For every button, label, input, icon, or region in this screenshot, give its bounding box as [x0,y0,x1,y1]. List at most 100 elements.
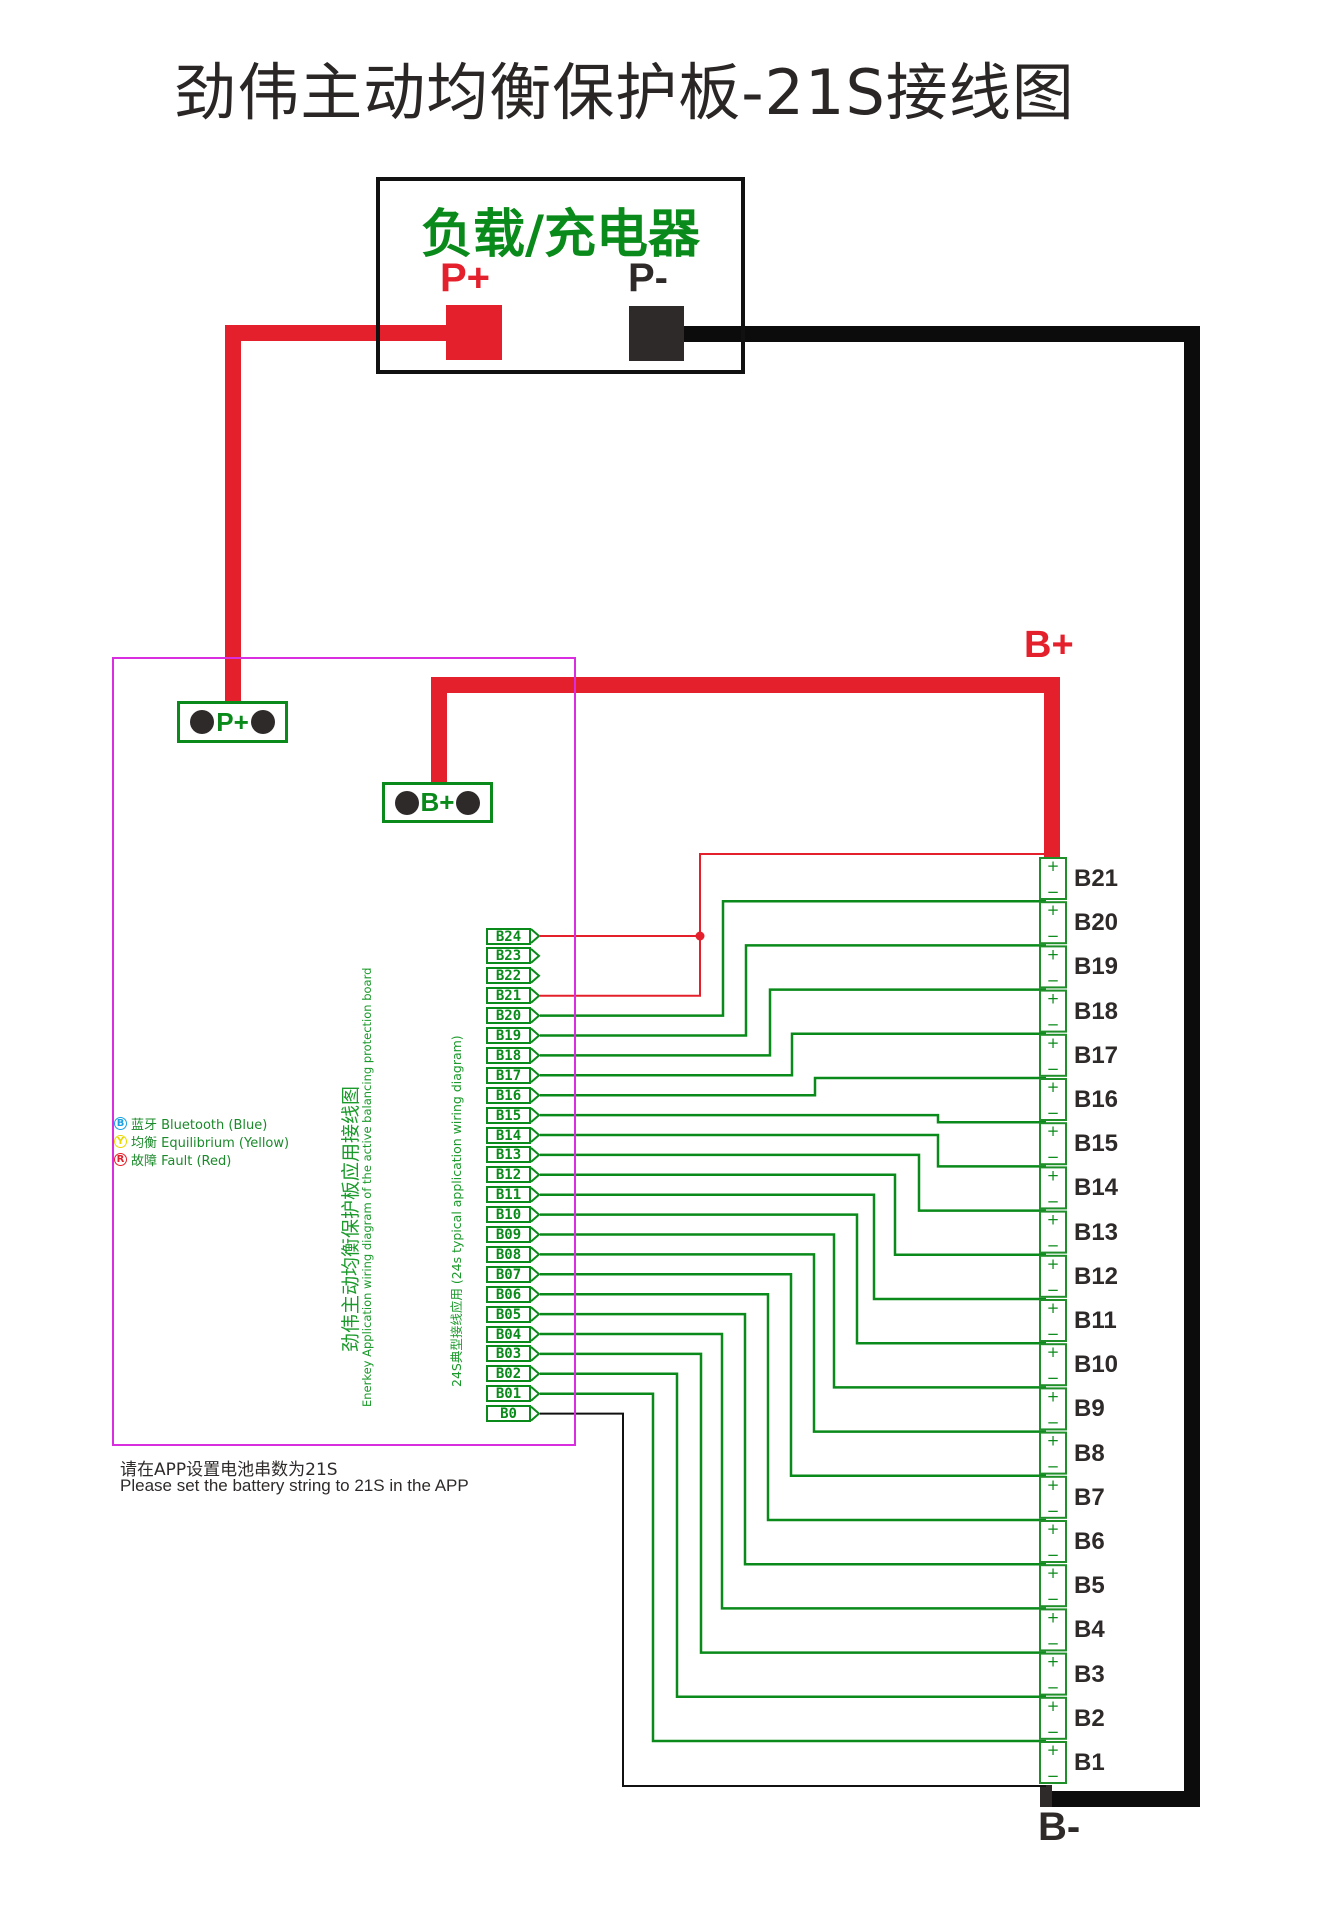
p-minus-wire [669,326,1200,1807]
cell-minus-icon: − [1047,927,1060,945]
cell-label-b15: B15 [1074,1130,1119,1158]
cell-label-b18: B18 [1074,997,1119,1025]
connector-arrow-icon [530,1167,541,1183]
connector-arrow-icon [530,1007,541,1024]
diagram-title: 劲伟主动均衡保护板-21S接线图 [174,56,1075,129]
cell-label-b9: B9 [1074,1395,1105,1423]
connector-pin-b08: B08 [486,1245,531,1263]
connector-pin-b22: B22 [486,967,531,985]
cell-plus-icon: + [1047,990,1060,1008]
sense-wire-b10 [540,1213,1046,1345]
connector-pin-b15: B15 [486,1106,531,1124]
cell-plus-icon: + [1047,1255,1060,1273]
battery-cell-b3: +− [1039,1652,1067,1697]
connector-arrow-icon [530,1067,541,1084]
cell-minus-icon: − [1047,1590,1060,1608]
cell-label-b1: B1 [1074,1749,1105,1776]
fault-led-icon: R [114,1153,127,1166]
connector-arrow-icon [530,1027,541,1044]
sense-wire-b17 [540,1032,1046,1077]
connector-arrow-icon [530,1326,541,1342]
battery-cell-b1: +− [1039,1741,1067,1785]
board-vertical-title-en: Enerkey Application wiring diagram of th… [360,967,374,1407]
cell-minus-icon: − [1047,1325,1060,1343]
sense-wire-b05 [540,1312,1046,1566]
connector-arrow-icon [530,1306,541,1322]
connector-arrow-icon [530,1385,541,1402]
cell-label-b20: B20 [1074,909,1119,937]
battery-cell-b6: +− [1039,1520,1067,1564]
battery-cell-b15: +− [1039,1122,1067,1166]
legend-text: 故障 Fault (Red) [131,1154,232,1169]
cell-label-b3: B3 [1074,1660,1105,1688]
battery-b-minus-label: B- [1038,1805,1081,1849]
battery-cell-b19: +− [1039,945,1067,989]
connector-arrow-icon [530,1186,541,1203]
connector-pin-b14: B14 [486,1126,531,1144]
connector-pin-b09: B09 [486,1226,531,1243]
cell-label-b6: B6 [1074,1528,1105,1555]
cell-label-b8: B8 [1074,1439,1105,1467]
cell-minus-icon: − [1047,1104,1060,1122]
cell-minus-icon: − [1047,1679,1060,1697]
cell-minus-icon: − [1047,1060,1060,1078]
sense-wire-b13 [540,1153,1046,1212]
connector-pin-b0: B0 [486,1405,531,1423]
cell-minus-icon: − [1047,1413,1060,1431]
battery-cell-b12: +− [1039,1254,1067,1299]
sense-wire-b09 [540,1233,1046,1389]
legend-text: 均衡 Equilibrium (Yellow) [131,1136,290,1151]
b-minus-terminal [1040,1785,1052,1807]
load-p-minus-label: P- [628,256,668,300]
connector-arrow-icon [530,1266,541,1283]
bms-board-outline [112,657,576,1446]
connector-pin-b18: B18 [486,1046,531,1064]
sense-wire-b15 [540,1113,1046,1124]
cell-plus-icon: + [1047,857,1060,875]
connector-arrow-icon [530,1047,541,1064]
sense-wire-b12 [540,1173,1046,1257]
sense-wire-b01 [540,1392,1046,1743]
connector-pin-b10: B10 [486,1206,531,1224]
cell-label-b4: B4 [1074,1616,1105,1644]
board-vertical-note: 24S典型接线应用 (24s typical application wirin… [449,1035,464,1387]
connector-arrow-icon [530,1226,541,1243]
app-setting-note-en: Please set the battery string to 21S in … [120,1476,469,1495]
battery-cell-b21: +− [1039,857,1067,901]
pad-hole-icon [456,790,481,815]
connector-arrow-icon [530,1246,541,1263]
cell-plus-icon: + [1047,1608,1060,1626]
connector-pin-b11: B11 [486,1186,531,1204]
load-p-plus-label: P+ [440,256,491,300]
connector-pin-b19: B19 [486,1027,531,1044]
legend-fault: R 故障 Fault (Red) [114,1150,231,1169]
connector-pin-b24: B24 [486,927,531,945]
sense-wire-b11 [540,1193,1046,1301]
pad-label: B+ [420,787,455,817]
cell-minus-icon: − [1047,1369,1060,1387]
connector-pin-b12: B12 [486,1166,531,1184]
cell-plus-icon: + [1047,1653,1060,1671]
battery-cell-b8: +− [1039,1431,1067,1476]
legend-bluetooth: B 蓝牙 Bluetooth (Blue) [114,1114,267,1133]
cell-minus-icon: − [1047,883,1060,901]
cell-label-b10: B10 [1074,1351,1119,1379]
sense-wire-b19 [540,944,1046,1037]
battery-cell-b18: +− [1039,989,1067,1034]
connector-arrow-icon [530,1286,541,1302]
cell-label-b11: B11 [1074,1307,1117,1334]
battery-cell-b9: +− [1039,1387,1067,1431]
load-charger-box [376,177,745,374]
connector-pin-b13: B13 [486,1146,531,1164]
battery-cell-b16: +− [1039,1078,1067,1122]
connector-pin-b01: B01 [486,1385,531,1403]
wire-junction-dot [695,931,705,941]
connector-arrow-icon [530,1346,541,1362]
cell-plus-icon: + [1047,1520,1060,1538]
cell-minus-icon: − [1047,1458,1060,1476]
legend-equilibrium: Y 均衡 Equilibrium (Yellow) [114,1132,289,1151]
cell-plus-icon: + [1047,1122,1060,1140]
sense-wire-b20 [540,899,1046,1017]
connector-pin-b21: B21 [486,987,531,1005]
connector-arrow-icon [530,1107,541,1123]
